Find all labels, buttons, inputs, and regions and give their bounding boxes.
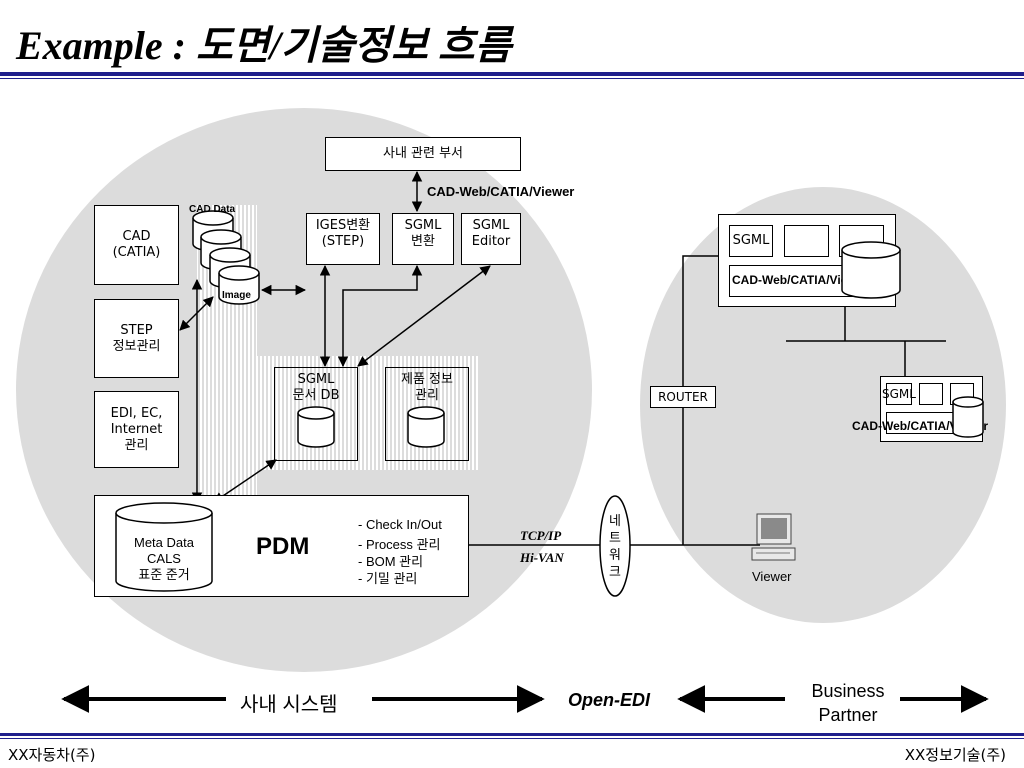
computer-icon: [751, 513, 796, 561]
router-box: ROUTER: [650, 386, 716, 408]
pdm-item-security: - 기밀 관리: [358, 571, 418, 586]
title-rule: [0, 72, 1024, 76]
partner-slot3-box: [919, 383, 943, 405]
image-label: Image: [222, 290, 251, 301]
meta-data-label: Meta Data CALS 표준 준거: [134, 535, 194, 582]
cad-data-cylinders: [192, 210, 260, 305]
step-mgmt-box: STEP 정보관리: [94, 299, 179, 378]
sgml-db-cylinder: [297, 406, 335, 448]
product-info-cylinder: [407, 406, 445, 448]
pdm-item-checkin: - Check In/Out: [358, 517, 442, 532]
hivan-label: Hi-VAN: [520, 550, 564, 565]
pdm-item-bom: - BOM 관리: [358, 554, 424, 569]
iges-box: IGES변환 (STEP): [306, 213, 380, 265]
sgml-convert-box: SGML 변환: [392, 213, 454, 265]
pdm-item-process: - Process 관리: [358, 537, 441, 552]
tcpip-label: TCP/IP: [520, 528, 562, 543]
cad-catia-box: CAD (CATIA): [94, 205, 179, 285]
dept-box: 사내 관련 부서: [325, 137, 521, 171]
internal-system-label: 사내 시스템: [240, 694, 338, 716]
partner-viewer1-label: CAD-Web/CATIA/Viewer: [732, 273, 869, 287]
partner-sgml2-box: SGML: [882, 383, 916, 405]
edi-mgmt-box: EDI, EC, Internet 관리: [94, 391, 179, 468]
footer-rule-thin: [0, 738, 1024, 739]
cad-data-label: CAD Data: [189, 204, 236, 215]
business-partner-label: Business Partner: [811, 681, 885, 725]
title-rule-thin: [0, 78, 1024, 79]
sgml-editor-box: SGML Editor: [461, 213, 521, 265]
footer-right-company: XX정보기술(주): [904, 746, 1006, 764]
partner-sgml1-box: SGML: [729, 225, 773, 257]
router-to-server-line: [682, 255, 718, 545]
footer-left-company: XX자동차(주): [8, 746, 96, 764]
viewer-label: Viewer: [752, 569, 792, 584]
network-label: 네 트 워 크: [609, 513, 621, 579]
page-title: Example : 도면/기술정보 흐름: [16, 23, 512, 68]
open-edi-label: Open-EDI: [568, 690, 651, 710]
sgml-db-box: SGML 문서 DB: [274, 367, 358, 461]
network-ellipse: [599, 495, 631, 597]
footer-rule: [0, 733, 1024, 736]
partner-slot1-box: [784, 225, 829, 257]
cad-web-viewer-label: CAD-Web/CATIA/Viewer: [427, 184, 575, 199]
pdm-label: PDM: [256, 533, 310, 560]
arrow-editor-sgmldb: [357, 265, 491, 367]
product-info-box: 제품 정보 관리: [385, 367, 469, 461]
